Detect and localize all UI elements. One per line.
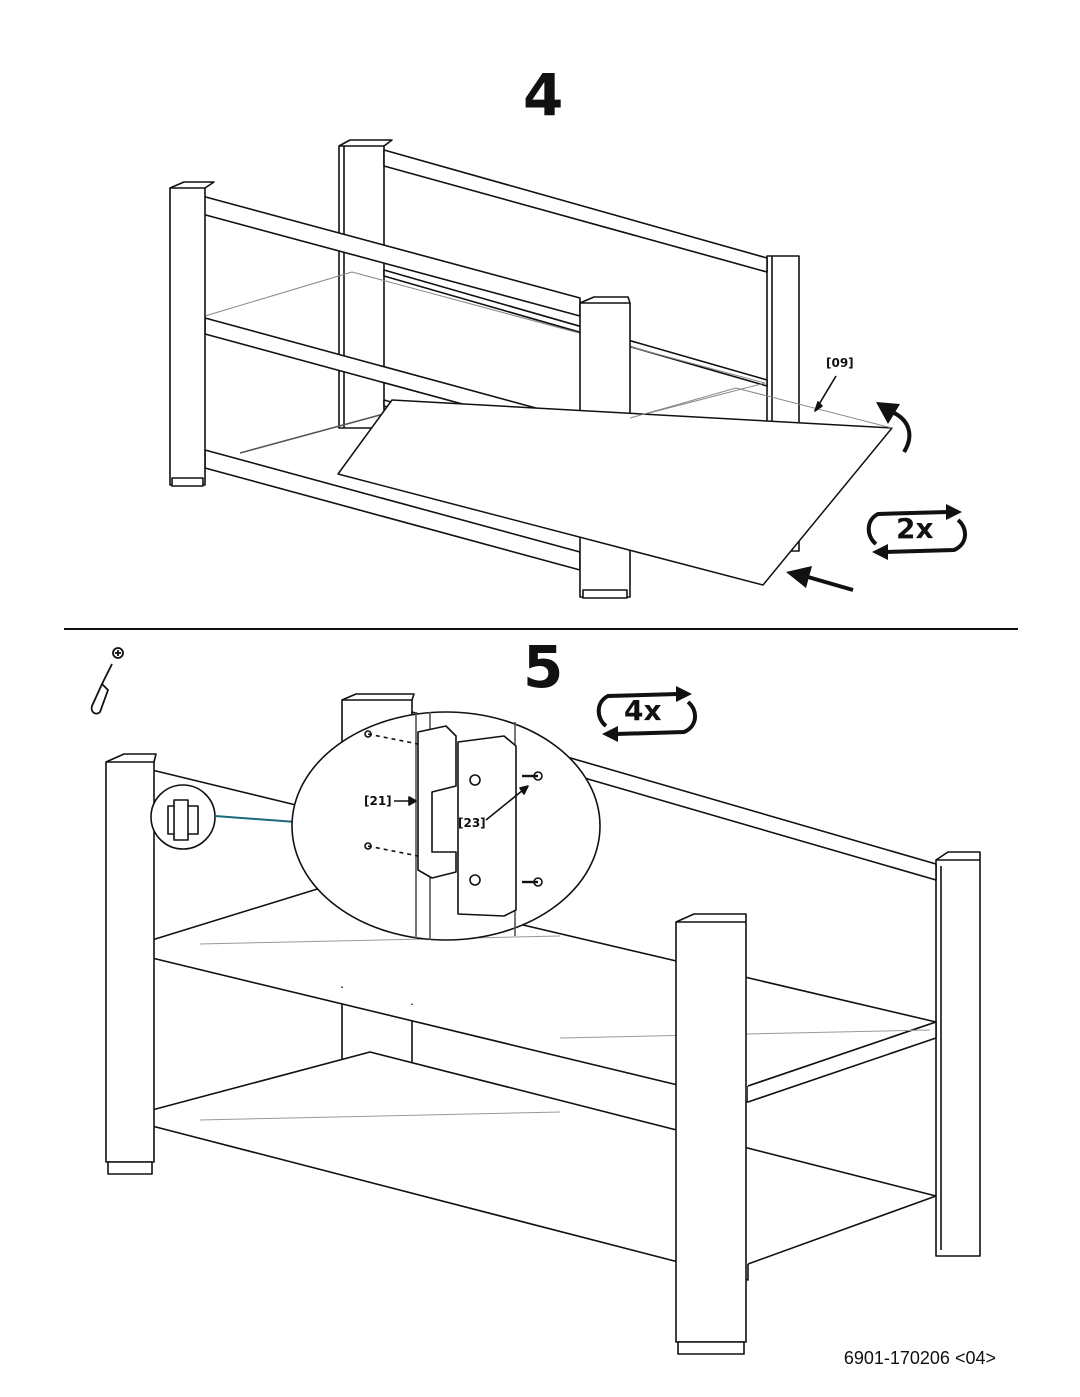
part-callout-09: [09]: [826, 356, 854, 370]
step-4-illustration: [169, 139, 912, 599]
repeat-cycle-icon: [596, 686, 697, 742]
repeat-count-label: 2x: [896, 512, 934, 545]
step-divider: [64, 628, 1018, 630]
repeat-count-label: 4x: [624, 694, 662, 727]
step-4-number: 4: [523, 61, 564, 129]
repeat-cycle-icon: [866, 504, 967, 560]
screwdriver-icon: [90, 647, 124, 715]
document-code: 6901-170206 <04>: [843, 1348, 996, 1368]
part-callout-23: [23]: [458, 816, 486, 830]
part-callout-21: [21]: [364, 794, 392, 808]
step-5-number: 5: [523, 633, 564, 701]
